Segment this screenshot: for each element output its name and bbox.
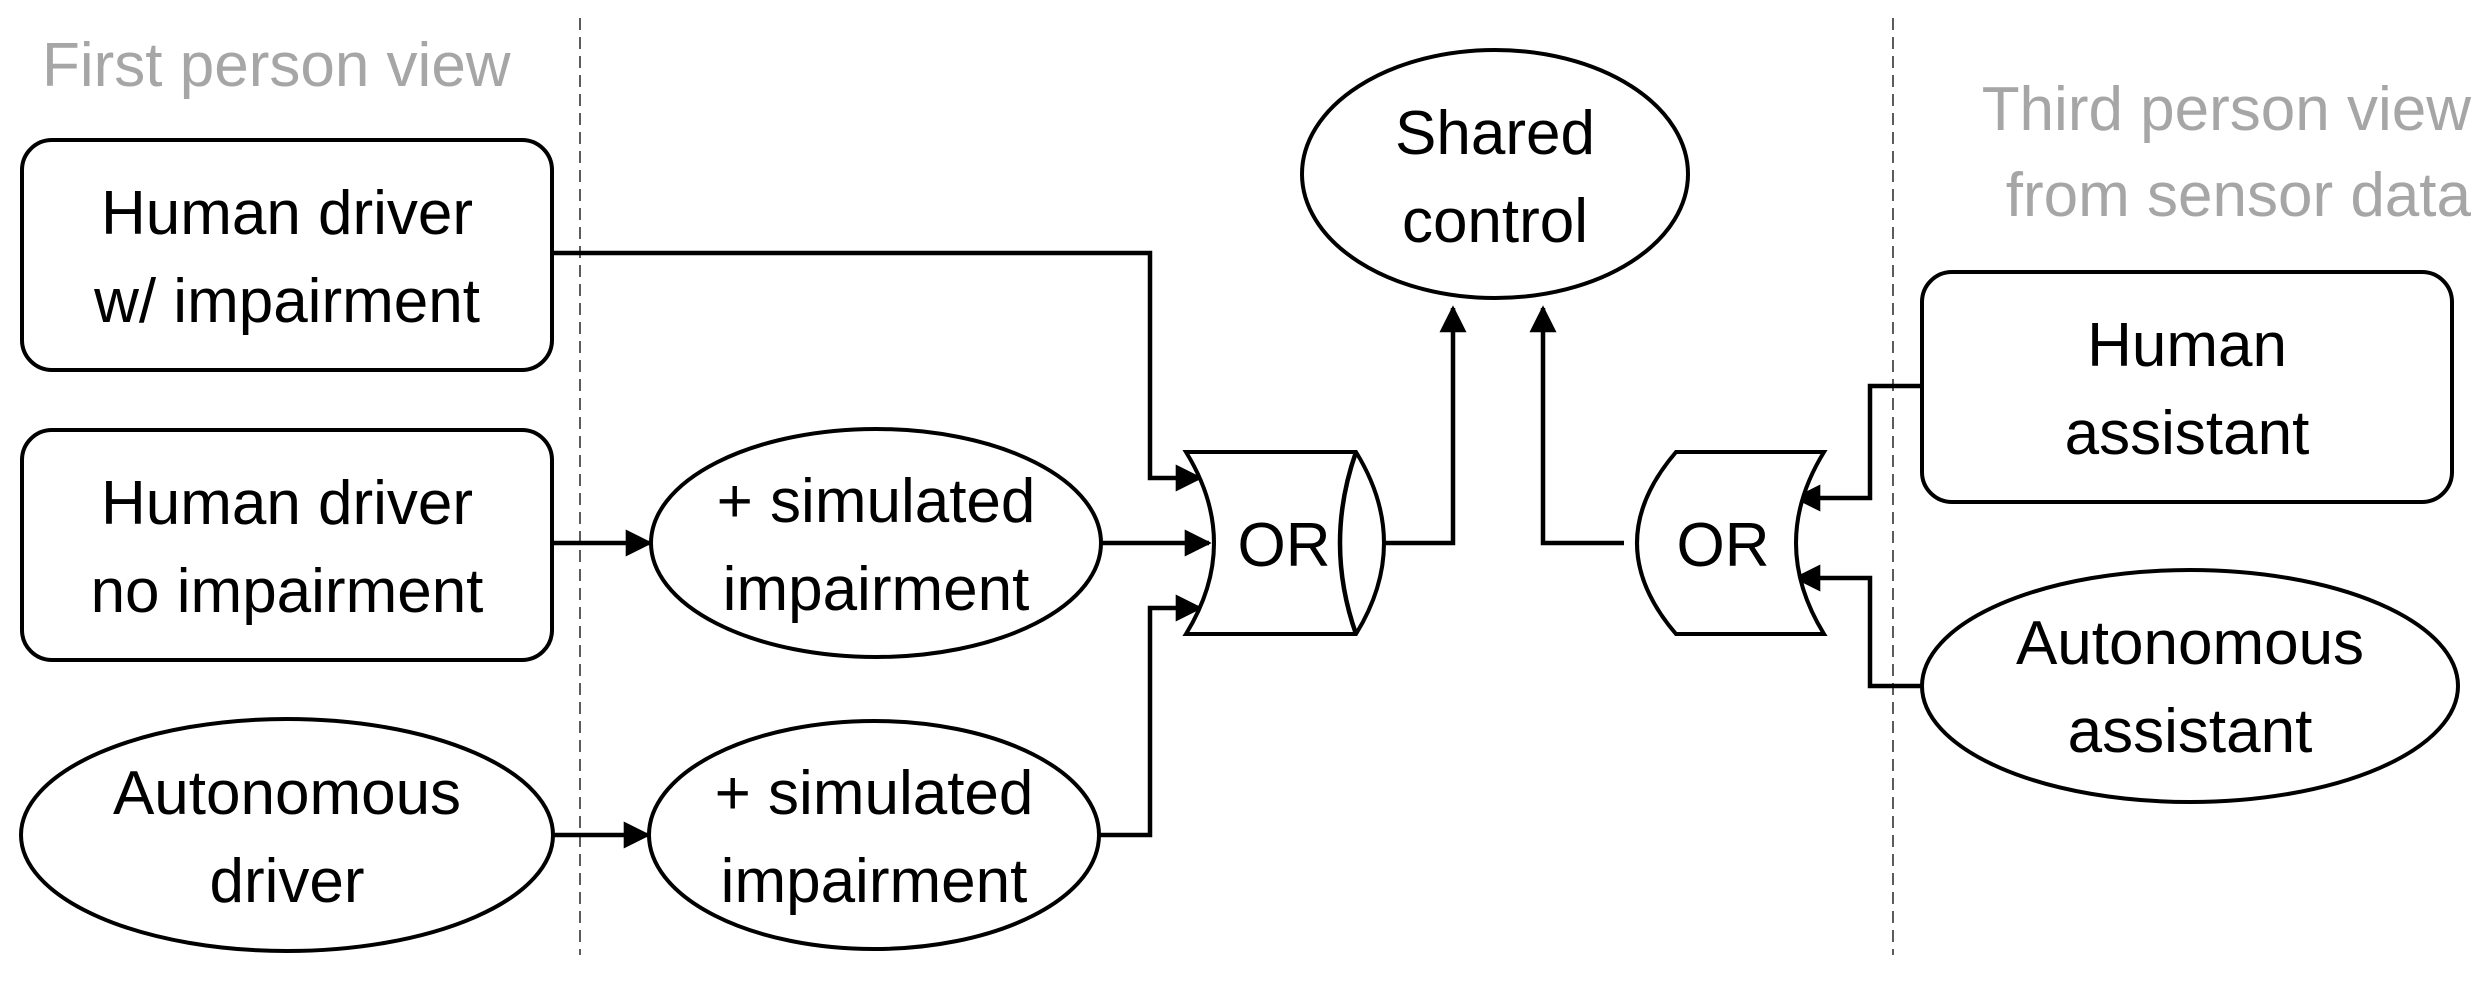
node-human-driver-impaired: Human driver w/ impairment	[20, 138, 554, 372]
node-simulated-impairment-bottom-line1: + simulated	[715, 759, 1034, 828]
connector-impaired-driver-to-or	[552, 250, 1203, 492]
node-human-driver-unimpaired-line1: Human driver	[101, 469, 473, 538]
sensor-data-label: from sensor data	[2006, 161, 2472, 230]
node-human-assistant-line1: Human	[2087, 311, 2287, 380]
node-autonomous-driver-line1: Autonomous	[113, 759, 461, 828]
first-person-view-label: First person view	[42, 31, 511, 100]
node-autonomous-driver: Autonomous driver	[19, 717, 555, 953]
node-human-driver-impaired-line1: Human driver	[101, 179, 473, 248]
connector-or-left-to-shared-control	[1386, 305, 1467, 546]
third-person-view-label: Third person view	[1982, 75, 2472, 144]
or-gate-right-label: OR	[1677, 511, 1770, 580]
node-human-driver-unimpaired: Human driver no impairment	[20, 428, 554, 662]
node-shared-control: Shared control	[1300, 48, 1690, 300]
or-gate-right: OR	[1635, 450, 1828, 636]
node-human-driver-unimpaired-line2: no impairment	[91, 557, 484, 626]
node-shared-control-line2: control	[1402, 187, 1588, 256]
node-simulated-impairment-top-line2: impairment	[723, 555, 1030, 624]
node-human-driver-impaired-line2: w/ impairment	[93, 267, 480, 336]
node-autonomous-assistant: Autonomous assistant	[1920, 568, 2460, 804]
node-autonomous-assistant-line1: Autonomous	[2016, 609, 2364, 678]
connector-autonomous-assistant-to-or	[1793, 564, 1922, 689]
connector-human-assistant-to-or	[1793, 383, 1922, 512]
node-human-assistant-line2: assistant	[2065, 399, 2310, 468]
node-simulated-impairment-bottom: + simulated impairment	[647, 719, 1101, 951]
node-simulated-impairment-top-line1: + simulated	[717, 467, 1036, 536]
or-gate-left: OR	[1182, 450, 1386, 636]
connector-or-right-to-shared-control	[1529, 305, 1624, 546]
node-simulated-impairment-top: + simulated impairment	[649, 427, 1103, 659]
node-human-assistant: Human assistant	[1920, 270, 2454, 504]
node-autonomous-driver-line2: driver	[209, 847, 364, 916]
node-simulated-impairment-bottom-line2: impairment	[721, 847, 1028, 916]
node-shared-control-line1: Shared	[1395, 99, 1595, 168]
node-autonomous-assistant-line2: assistant	[2068, 697, 2313, 766]
or-gate-left-label: OR	[1238, 511, 1331, 580]
connector-simulated-bottom-to-or	[1099, 594, 1203, 838]
